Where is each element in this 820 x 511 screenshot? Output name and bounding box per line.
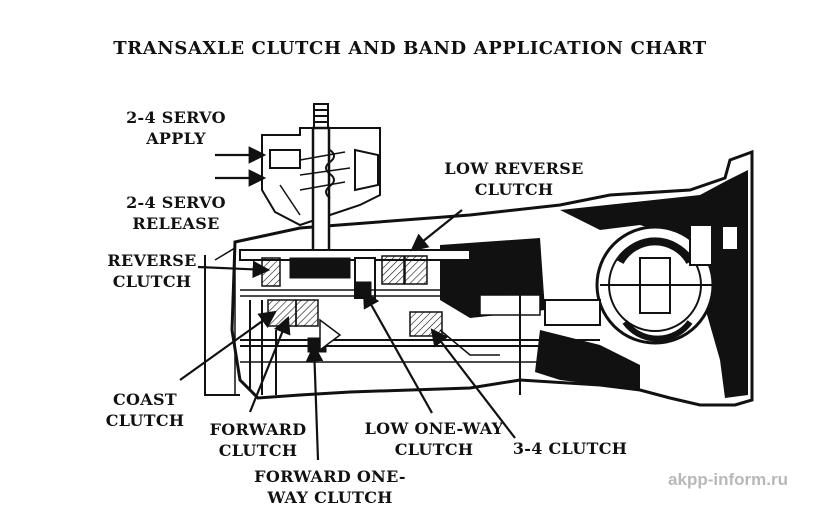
diagram-title: TRANSAXLE CLUTCH AND BAND APPLICATION CH… <box>113 38 707 59</box>
shaft-and-clutches <box>204 246 601 396</box>
label-3-4-clutch: 3-4 CLUTCH <box>512 439 628 458</box>
label-forward-clutch: FORWARD CLUTCH <box>209 420 307 460</box>
label-2-4-servo-apply: 2-4 SERVO APPLY <box>126 108 226 148</box>
leader-lines <box>179 146 516 461</box>
label-low-one-way-clutch: LOW ONE-WAY CLUTCH <box>364 419 504 459</box>
transaxle-case <box>230 149 754 407</box>
label-low-reverse-clutch: LOW REVERSE CLUTCH <box>444 159 584 199</box>
differential-assembly <box>595 224 739 345</box>
label-2-4-servo-release: 2-4 SERVO RELEASE <box>126 193 226 233</box>
label-coast-clutch: COAST CLUTCH <box>105 390 185 430</box>
label-reverse-clutch: REVERSE CLUTCH <box>107 251 197 291</box>
watermark-text: akpp-inform.ru <box>668 470 788 489</box>
servo-housing <box>261 103 381 270</box>
label-forward-one-way-clutch: FORWARD ONE- WAY CLUTCH <box>254 467 406 507</box>
